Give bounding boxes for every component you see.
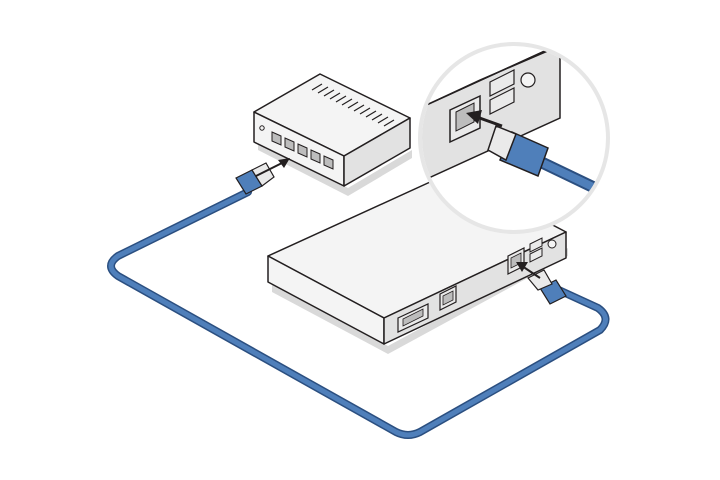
pc-shadow — [272, 248, 568, 354]
pc-serial-port — [397, 303, 429, 333]
switch-port[interactable] — [323, 155, 334, 170]
magnifier-callout — [418, 42, 610, 234]
pc-usb-ports — [529, 237, 543, 263]
switch-vent-grille — [311, 83, 395, 127]
switch-port[interactable] — [297, 143, 308, 158]
plug-direction-arrow — [516, 262, 541, 279]
usb-port[interactable] — [489, 69, 515, 97]
usb-port[interactable] — [529, 237, 543, 253]
switch-port[interactable] — [310, 149, 321, 164]
switch-port[interactable] — [284, 137, 295, 152]
plug-direction-arrow — [466, 110, 503, 128]
zoom-usb-ports — [489, 69, 515, 115]
switch-side — [343, 117, 411, 187]
switch-shadow — [258, 142, 412, 196]
switch-power-led — [259, 125, 265, 131]
zoom-ethernet-port[interactable] — [449, 94, 481, 144]
rj45-connector-pc — [527, 269, 567, 305]
usb-port[interactable] — [529, 247, 543, 263]
zoom-pc-top — [422, 46, 606, 109]
switch-port-row — [271, 131, 334, 170]
cable-body — [108, 189, 608, 438]
zoom-power-button[interactable] — [520, 72, 536, 88]
ethernet-cable — [107, 188, 610, 439]
switch-port[interactable] — [271, 131, 282, 146]
zoom-rj45-connector — [487, 125, 549, 177]
pc-power-button[interactable] — [547, 239, 557, 249]
usb-port[interactable] — [489, 87, 515, 115]
pc-ethernet-port-lower[interactable] — [439, 285, 457, 311]
plug-direction-arrow — [255, 158, 290, 177]
network-switch — [253, 73, 412, 196]
rj45-connector-switch — [235, 162, 275, 195]
